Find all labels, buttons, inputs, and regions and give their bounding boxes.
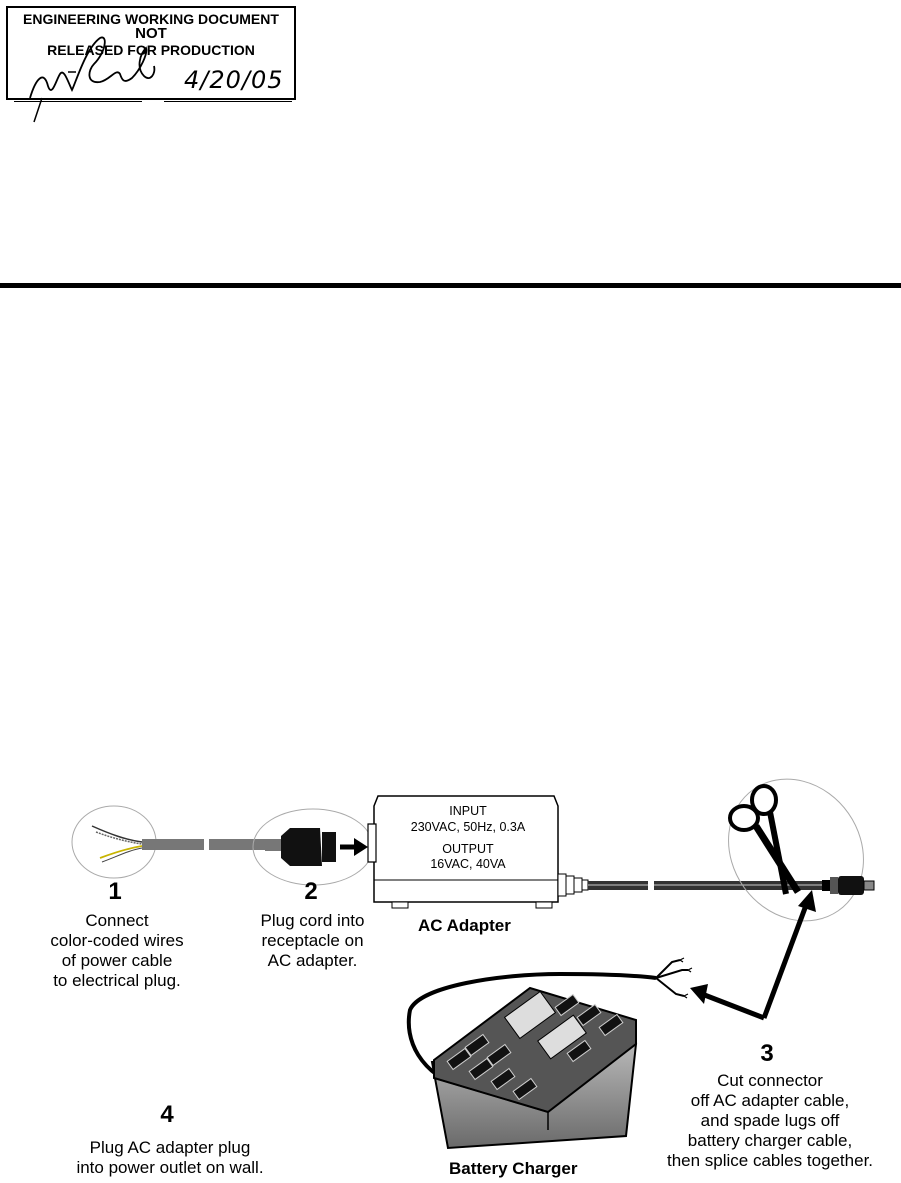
charger-cable (406, 957, 693, 1090)
adapter-input-value: 230VAC, 50Hz, 0.3A (410, 820, 526, 834)
date-rule (164, 101, 292, 102)
approval-stamp: ENGINEERING WORKING DOCUMENT NOT RELEASE… (6, 6, 296, 102)
adapter-output-value: 16VAC, 40VA (430, 857, 506, 871)
stamp-released: RELEASED FOR PRODUCTION (47, 42, 255, 58)
adapter-input-label: INPUT (449, 804, 487, 818)
section-divider (0, 283, 901, 288)
power-cord-segment (142, 839, 204, 850)
signature-graphic (29, 36, 156, 99)
step-1-number: 1 (108, 878, 122, 905)
stamp-date: 4/20/05 (184, 66, 284, 94)
signature-tail (33, 97, 43, 123)
adapter-output-cable (588, 881, 648, 890)
signature-rule (14, 101, 142, 102)
ac-adapter-box (367, 795, 589, 909)
step-2-number: 2 (304, 878, 318, 905)
iec-plug (252, 808, 374, 886)
stamp-not: NOT (135, 25, 167, 42)
scissors-graphic (728, 778, 864, 922)
step3-arrows (690, 890, 816, 1021)
step-3-number: 3 (760, 1040, 774, 1067)
dc-connector (822, 876, 875, 895)
adapter-output-cable (654, 881, 822, 890)
stamp-title: ENGINEERING WORKING DOCUMENT (23, 11, 279, 27)
adapter-output-label: OUTPUT (442, 842, 494, 856)
battery-charger-caption: Battery Charger (449, 1159, 578, 1178)
ac-adapter-caption: AC Adapter (418, 916, 511, 935)
step-4-number: 4 (160, 1101, 174, 1128)
power-cord-segment (209, 839, 265, 850)
battery-charger (430, 986, 638, 1150)
